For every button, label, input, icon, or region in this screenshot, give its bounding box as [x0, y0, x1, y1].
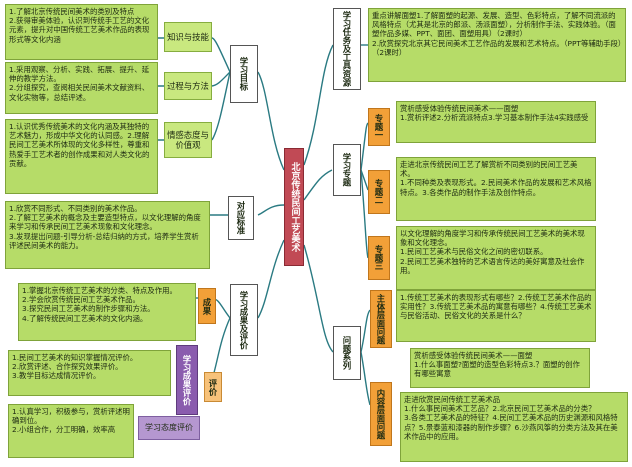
results-text: 1.掌握北京传统工艺美术的分类、特点及作用。 2.学会欣赏传统民间工艺美术作品。… [18, 283, 196, 341]
evaluation-label: 评价 [204, 372, 222, 402]
standards-hub: 对应标准 [228, 196, 254, 240]
process-label: 过程与方法 [164, 72, 212, 100]
results-label: 成果 [198, 288, 216, 324]
topic-2-text: 走进北京传统民间工艺了解赏析不同类别的民间工艺美术。 1.不同种类及表现形式。2… [396, 157, 596, 221]
attitude-eval-text: 1.认真学习，积极参与，赏析评述明确到位。 2.小组合作，分工明确，效率高 [8, 404, 134, 458]
standards-text: 1.欣赏不同形式、不同类别的美术作品。 2.了解工艺美术的概念及主要造型特点，以… [5, 201, 210, 269]
outcome-eval-label: 学习成果评价 [176, 345, 198, 415]
content-questions-sub2: 走进欣赏民间传统工艺美术品 1.什么事民间美术工艺品？2.北京民间工艺美术品的分… [400, 392, 628, 462]
questions-hub: 问题系列 [333, 326, 361, 380]
process-text: 1.采用观察、分析、实践、拓展、提升、延伸的教学方法。 2.分组探究，查阅相关民… [5, 62, 158, 114]
central-topic: 北京传统民间工艺美术 [284, 148, 304, 266]
main-questions-label: 主体层面问题 [370, 290, 392, 348]
knowledge-text: 1.了解北京传统民间美术的类别及特点 2.获得审美体验，认识到传统手工艺的文化元… [5, 4, 158, 60]
learning-goals-hub: 学习目标 [230, 45, 258, 103]
topic-3-label: 专题三 [368, 236, 390, 280]
topic-1-label: 专题一 [368, 108, 390, 146]
attitude-label: 情感态度与价值观 [164, 122, 212, 158]
outcomes-hub: 学习成果及评价 [230, 284, 258, 356]
resources-hub: 学习任务及工具资源 [333, 8, 361, 90]
topic-2-label: 专题二 [368, 170, 390, 214]
topic-3-text: 以文化理解的角度学习和传承传统民间工艺美术的美术现象和文化理念。 1.民间工艺美… [396, 226, 596, 290]
attitude-text: 1.认识优秀传统美术的文化内涵及其独特的艺术魅力，形成中华文化的认同感。2.理解… [5, 119, 158, 194]
outcome-eval-text: 1.民间工艺美术的知识掌握情况评价。 2.欣赏评述、合作探究效果评价。 3.教学… [8, 350, 171, 396]
attitude-eval-label: 学习态度评价 [138, 416, 200, 440]
topic-1-text: 赏析感受体验传统民间美术——面塑 1.赏析评述2.分析流派特点3.学习基本制作手… [396, 101, 596, 143]
resources-text: 重点讲解面塑1.了解面塑的起源、发展、造型、色彩特点，了解不同流派的风格特点（尤… [368, 8, 626, 82]
content-questions-label: 内容层面问题 [370, 382, 392, 446]
content-questions-sub1: 赏析感受体验传统民间美术——面塑 1.什么事面塑?面塑的造型色彩特点3.？面塑的… [410, 348, 590, 388]
knowledge-label: 知识与技能 [164, 22, 212, 52]
topics-hub: 学习专题 [333, 144, 361, 196]
main-questions-text: 1.传统工艺美术的表现形式有哪些？2.传统工艺美术作品的实用性？3.传统工艺美术… [396, 290, 596, 342]
